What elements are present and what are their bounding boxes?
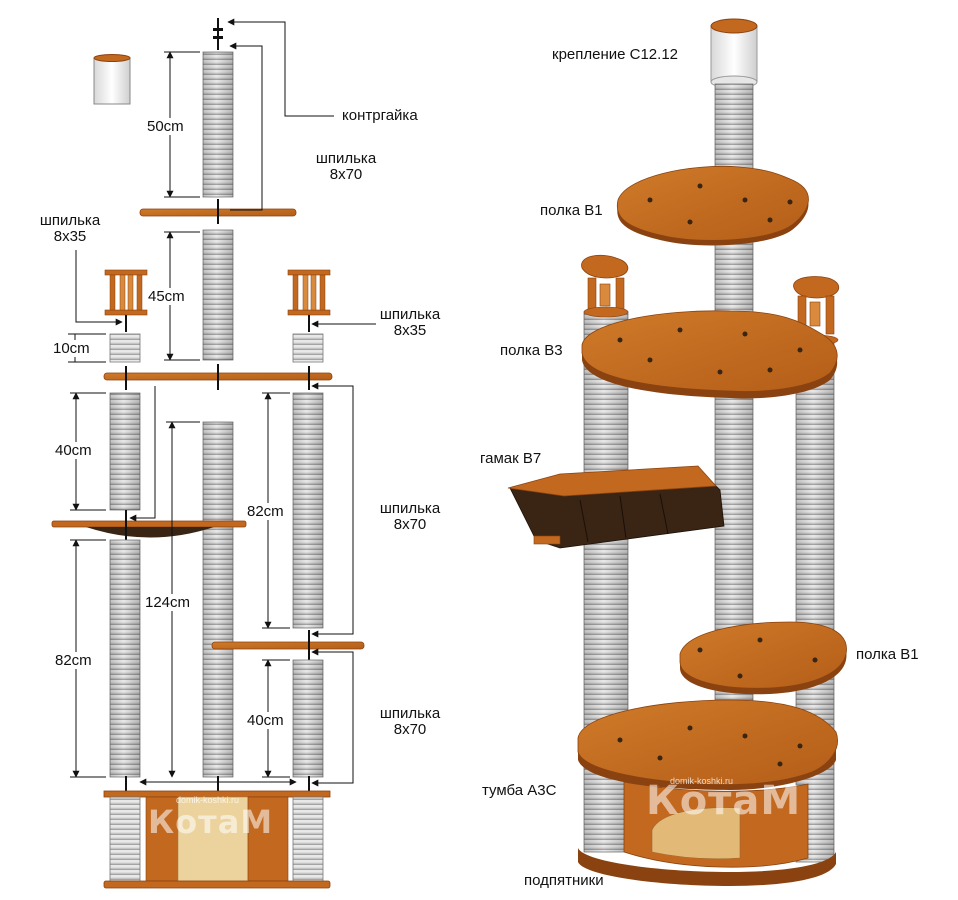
watermark-brand-right: КотаМ	[646, 778, 802, 824]
label-mount: крепление С12.12	[552, 46, 679, 63]
label-shelf-b1-top: полка В1	[540, 202, 603, 219]
cap-part	[93, 54, 131, 105]
shelf-screws	[617, 183, 818, 767]
hammock-side	[51, 520, 247, 538]
callout-stud-low-name: шпилька	[379, 705, 441, 722]
lounger-left	[581, 254, 629, 318]
shelf-lower	[211, 641, 365, 650]
callout-lines	[75, 18, 376, 787]
shelf-b1-top	[616, 165, 809, 246]
label-hammock: гамак В7	[480, 450, 542, 467]
dimension-82-inner: 82cm	[246, 503, 285, 520]
dimension-45: 45cm	[147, 288, 186, 305]
label-shelf-b1-low: полка В1	[856, 646, 919, 663]
callout-stud-left-name: шпилька	[39, 212, 101, 229]
shelf-b1-low	[679, 621, 847, 695]
callout-stud-right-size: 8x35	[393, 322, 427, 339]
callout-locknut: контргайка	[342, 107, 418, 124]
callout-stud-low-size: 8x70	[393, 721, 427, 738]
mount-cap	[710, 18, 758, 89]
post-45	[202, 229, 234, 361]
shelf-b3	[581, 310, 838, 399]
post-short-right	[292, 333, 324, 363]
callout-stud-mid-size: 8x70	[393, 516, 427, 533]
cabinet-a3c	[577, 699, 838, 886]
label-cabinet: тумба А3С	[482, 782, 557, 799]
cabinet-front	[103, 790, 331, 889]
dimension-10: 10cm	[52, 340, 91, 357]
post-short-left	[109, 333, 141, 363]
dimension-40-upper: 40cm	[54, 442, 93, 459]
dimension-50: 50cm	[146, 118, 185, 135]
locknut	[213, 18, 223, 50]
left-exploded-view	[51, 18, 376, 889]
ladder-left	[104, 269, 148, 316]
post-top	[202, 51, 234, 198]
watermark-brand-left: КотаМ	[148, 803, 274, 841]
callout-stud-top-size: 8x70	[329, 166, 363, 183]
post-right-tall	[795, 341, 835, 863]
ladder-right	[287, 269, 331, 316]
label-shelf-b3: полка В3	[500, 342, 563, 359]
label-feet: подпятники	[524, 872, 604, 889]
callout-stud-right-name: шпилька	[379, 306, 441, 323]
right-assembled-view	[507, 18, 847, 886]
callout-stud-left-size: 8x35	[53, 228, 87, 245]
watermark-url-right: domik-koshki.ru	[670, 776, 734, 786]
callout-stud-top-name: шпилька	[315, 150, 377, 167]
dimension-40-lower: 40cm	[246, 712, 285, 729]
dimension-124: 124cm	[144, 594, 192, 611]
dimension-82-outer: 82cm	[54, 652, 93, 669]
hammock-b7	[507, 465, 725, 549]
watermark-url-left: domik-koshki.ru	[176, 795, 240, 805]
callout-stud-mid-name: шпилька	[379, 500, 441, 517]
